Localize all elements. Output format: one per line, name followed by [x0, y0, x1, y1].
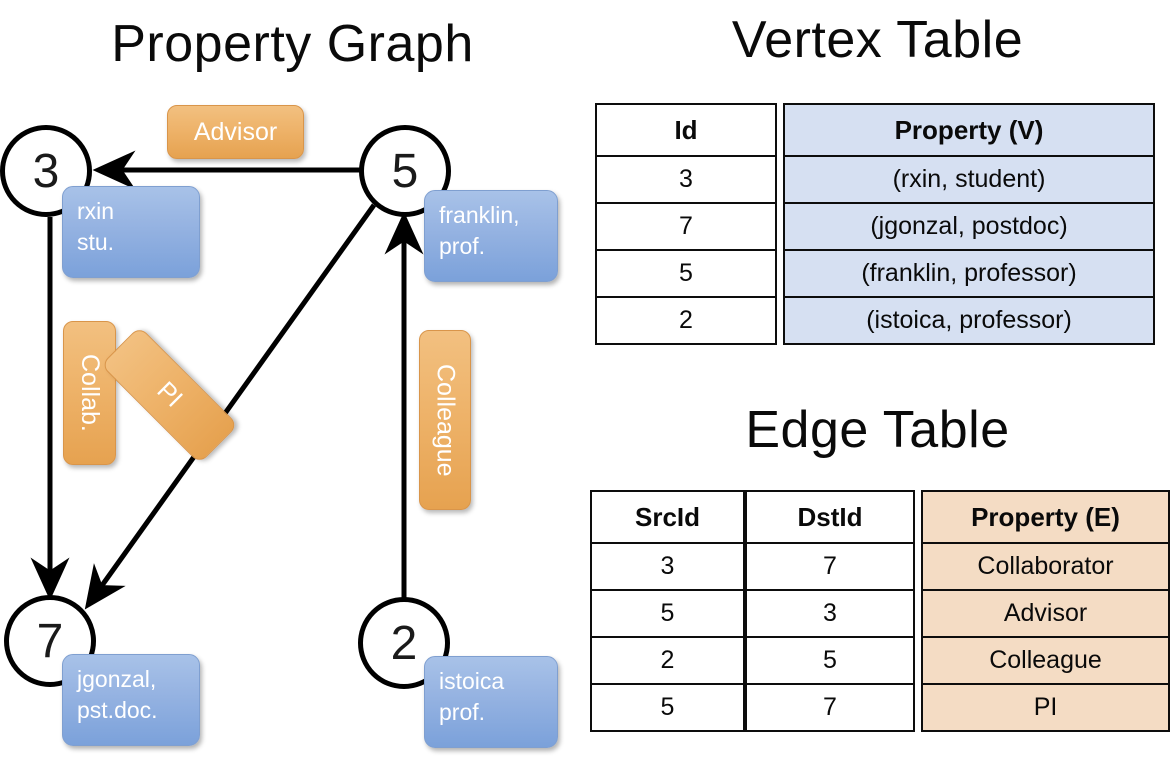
graph-node-7-label: 7 [36, 614, 64, 668]
edge-table-cell-dstid: 7 [745, 683, 915, 732]
vertex-table-cell-id: 7 [595, 202, 777, 251]
page-title-vertex-table: Vertex Table [731, 11, 1024, 69]
edge-table-property-column: Property (E) Collaborator Advisor Collea… [921, 490, 1170, 732]
table-row: (franklin, professor) [783, 249, 1155, 298]
edge-table-cell-dstid: 3 [745, 589, 915, 638]
edge-table-cell-dstid: 7 [745, 542, 915, 591]
vertex-property-box-franklin-line2: prof. [439, 233, 486, 260]
edge-table-cell-srcid: 2 [590, 636, 745, 685]
table-row: 5 [595, 249, 777, 298]
table-row: 5 [590, 683, 745, 732]
table-row: 7 [745, 542, 915, 591]
graph-node-3-label: 3 [32, 144, 60, 198]
edge-label-colleague-text: Colleague [431, 363, 460, 477]
table-row: 7 [745, 683, 915, 732]
vertex-property-box-jgonzal: jgonzal, pst.doc. [62, 654, 200, 746]
vertex-property-box-istoica-line1: istoica [439, 668, 505, 694]
graph-edges-svg [30, 150, 424, 610]
vertex-table-cell-property: (rxin, student) [783, 155, 1155, 204]
vertex-table-cell-property: (istoica, professor) [783, 296, 1155, 345]
edge-table-header-srcid: SrcId [590, 490, 745, 544]
edge-5-to-7-pi [84, 203, 377, 610]
table-row: PI [921, 683, 1170, 732]
table-row: Collaborator [921, 542, 1170, 591]
edge-label-advisor: Advisor [167, 105, 304, 159]
vertex-table-property-column: Property (V) (rxin, student) (jgonzal, p… [783, 103, 1155, 345]
table-row: (rxin, student) [783, 155, 1155, 204]
edge-table-dstid-column: DstId 7 3 5 7 [745, 490, 915, 732]
page-title-edge-table: Edge Table [745, 401, 1010, 459]
vertex-table-cell-id: 5 [595, 249, 777, 298]
edge-table-cell-dstid: 5 [745, 636, 915, 685]
table-row: 2 [595, 296, 777, 345]
vertex-property-box-rxin-line2: stu. [77, 229, 115, 256]
table-row: Colleague [921, 636, 1170, 685]
edge-table-cell-property: Collaborator [921, 542, 1170, 591]
table-header-row: Property (V) [783, 103, 1155, 157]
edge-label-advisor-text: Advisor [193, 117, 278, 146]
vertex-table-header-id: Id [595, 103, 777, 157]
edge-table-cell-property: Colleague [921, 636, 1170, 685]
vertex-property-box-franklin: franklin, prof. [424, 190, 558, 282]
edge-table-header-property: Property (E) [921, 490, 1170, 544]
edge-table-cell-srcid: 5 [590, 683, 745, 732]
vertex-table-cell-property: (franklin, professor) [783, 249, 1155, 298]
table-row: 3 [745, 589, 915, 638]
graph-node-2[interactable]: 2 [358, 597, 450, 689]
vertex-property-box-franklin-line1: franklin, [439, 202, 520, 228]
table-row: 3 [590, 542, 745, 591]
edge-table-header-dstid: DstId [745, 490, 915, 544]
table-header-row: Id [595, 103, 777, 157]
table-row: 5 [590, 589, 745, 638]
vertex-table-id-column: Id 3 7 5 2 [595, 103, 777, 345]
table-row: (jgonzal, postdoc) [783, 202, 1155, 251]
edge-label-colleague: Colleague [419, 330, 471, 510]
property-graph-diagram: 3 5 7 2 rxin stu. franklin, prof. jgonza… [0, 105, 558, 748]
edge-label-pi-text: PI [151, 376, 189, 413]
table-header-row: Property (E) [921, 490, 1170, 544]
table-row: 3 [595, 155, 777, 204]
vertex-property-box-rxin-line1: rxin [77, 198, 115, 224]
graph-node-5-label: 5 [391, 144, 419, 198]
table-row: Advisor [921, 589, 1170, 638]
edge-table-srcid-column: SrcId 3 5 2 5 [590, 490, 745, 732]
edge-table-cell-srcid: 5 [590, 589, 745, 638]
vertex-property-box-istoica-line2: prof. [439, 699, 486, 726]
table-row: 2 [590, 636, 745, 685]
vertex-property-box-jgonzal-line1: jgonzal, [77, 666, 157, 692]
edge-label-collab: Collab. [63, 321, 116, 465]
table-row: (istoica, professor) [783, 296, 1155, 345]
vertex-table-cell-property: (jgonzal, postdoc) [783, 202, 1155, 251]
edge-table-cell-property: Advisor [921, 589, 1170, 638]
vertex-property-box-rxin: rxin stu. [62, 186, 200, 278]
edge-label-collab-text: Collab. [76, 354, 104, 432]
vertex-table-cell-id: 2 [595, 296, 777, 345]
table-header-row: DstId [745, 490, 915, 544]
vertex-property-box-jgonzal-line2: pst.doc. [77, 697, 158, 724]
table-row: 7 [595, 202, 777, 251]
table-row: 5 [745, 636, 915, 685]
vertex-property-box-istoica: istoica prof. [424, 656, 558, 748]
edge-table-cell-srcid: 3 [590, 542, 745, 591]
graph-node-2-label: 2 [390, 616, 418, 670]
edge-table-cell-property: PI [921, 683, 1170, 732]
page-title-property-graph: Property Graph [111, 15, 474, 73]
vertex-table-header-property: Property (V) [783, 103, 1155, 157]
vertex-table-cell-id: 3 [595, 155, 777, 204]
table-header-row: SrcId [590, 490, 745, 544]
